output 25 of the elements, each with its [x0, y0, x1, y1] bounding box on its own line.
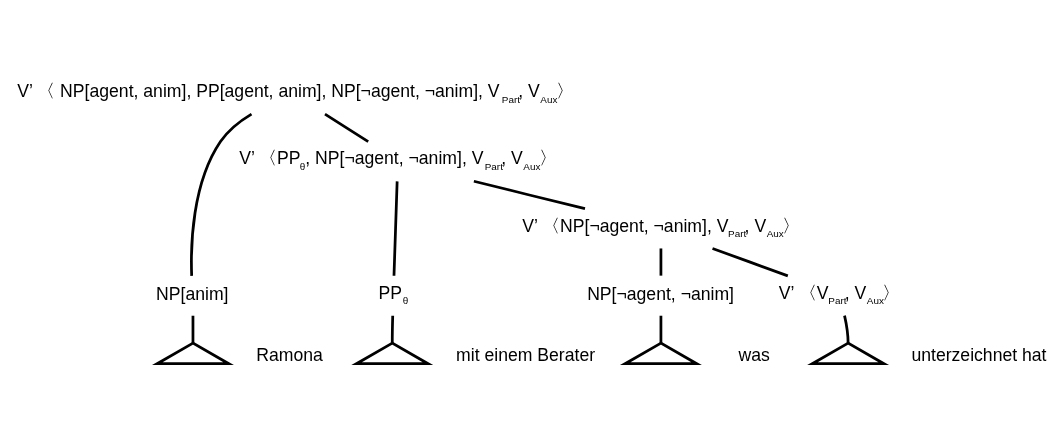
node-triangle	[620, 341, 702, 366]
connector	[191, 315, 195, 344]
connector	[392, 181, 399, 276]
connector	[712, 247, 789, 278]
node-triangle	[152, 341, 234, 366]
node-text: PP$_{θ}$	[378, 282, 409, 307]
node-text: V’ 〈V$_{Part}$, V$_{Aux}$〉	[778, 282, 901, 307]
node-triangle	[351, 341, 434, 366]
node-text: NP[anim]	[156, 283, 229, 304]
connector	[473, 179, 586, 211]
node-text: V’ 〈 NP[agent, anim], PP[agent, anim], NP[¬agent, ¬anim], V$_{Part}$, V$_{Aux}$〉	[17, 81, 574, 105]
connector	[324, 112, 369, 143]
node-text: NP[¬agent, ¬anim]	[587, 283, 734, 304]
node-label: was	[738, 345, 770, 366]
connector	[659, 315, 663, 344]
connector	[390, 315, 395, 344]
node-text: V’ 〈NP[¬agent, ¬anim], V$_{Part}$, V$_{Aux}$〉	[522, 215, 801, 240]
node-text: V’ 〈PP$_{θ}$, NP[¬agent, ¬anim], V$_{Part}$, V$_{Aux}$〉	[239, 148, 557, 172]
connector	[659, 248, 663, 276]
node-label: unterzeichnet hat	[911, 345, 1047, 366]
node-triangle	[807, 341, 890, 366]
node-label: mit einem Berater	[456, 345, 596, 366]
node-label: Ramona	[256, 345, 323, 366]
connector	[190, 112, 253, 276]
connector	[843, 315, 850, 344]
